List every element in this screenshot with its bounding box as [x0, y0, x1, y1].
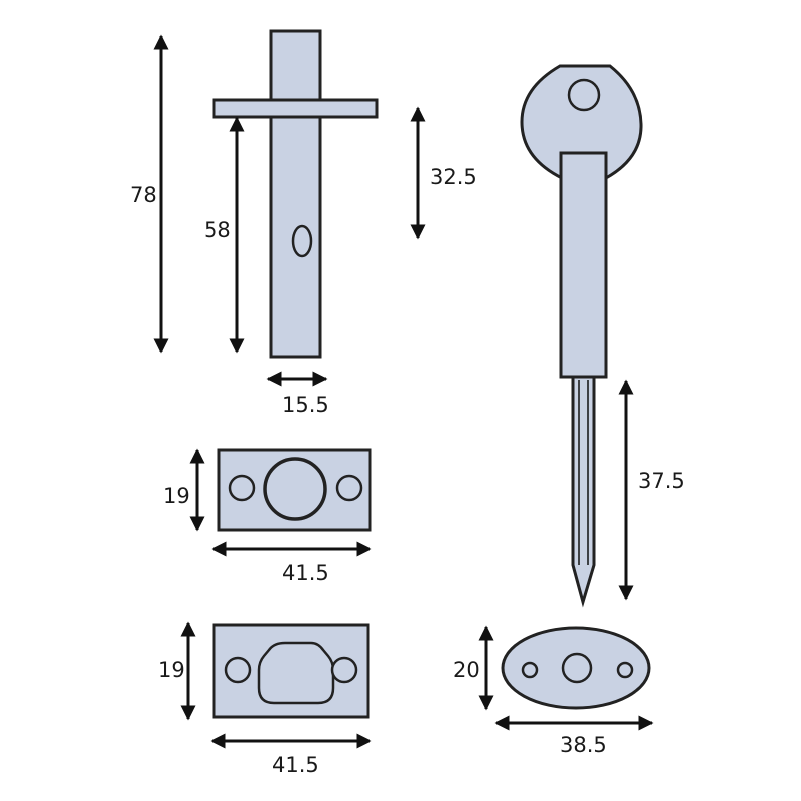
keep-plate-screw-hole-left	[224, 656, 252, 684]
dim-label-strike-plate-height: 19	[163, 484, 190, 508]
dim-label-bolt-length-below-plate: 58	[204, 218, 231, 242]
key-shank	[559, 151, 608, 379]
bolt-key-slot	[291, 224, 313, 258]
escutcheon-key-hole	[561, 652, 593, 684]
escutcheon-screw-hole-right	[616, 661, 634, 679]
dim-label-bolt-total-length: 78	[130, 183, 157, 207]
dim-label-escutcheon-height: 20	[453, 658, 480, 682]
bolt-part	[212, 29, 379, 359]
strike-plate-bolt-hole	[263, 457, 327, 521]
keep-plate-screw-hole-right	[330, 656, 358, 684]
escutcheon-part	[501, 626, 651, 710]
key-pin	[571, 375, 596, 608]
keep-plate-part	[212, 623, 370, 719]
strike-plate-screw-hole-right	[335, 474, 363, 502]
dim-label-keep-plate-height: 19	[158, 658, 185, 682]
key-part	[520, 64, 643, 608]
dim-label-strike-plate-width: 41.5	[282, 561, 329, 585]
escutcheon-screw-hole-left	[521, 661, 539, 679]
dim-label-escutcheon-width: 38.5	[560, 733, 607, 757]
strike-plate-screw-hole-left	[228, 474, 256, 502]
strike-plate-part	[217, 448, 372, 532]
dim-label-keep-plate-width: 41.5	[272, 753, 319, 777]
bolt-face-plate	[212, 98, 379, 119]
bolt-shaft	[269, 29, 322, 359]
dim-label-bolt-width: 15.5	[282, 393, 329, 417]
dim-label-key-pin-length: 37.5	[638, 469, 685, 493]
dim-label-bolt-throw: 32.5	[430, 165, 477, 189]
key-bow-hole	[567, 78, 601, 112]
keep-plate-recess	[257, 641, 335, 705]
